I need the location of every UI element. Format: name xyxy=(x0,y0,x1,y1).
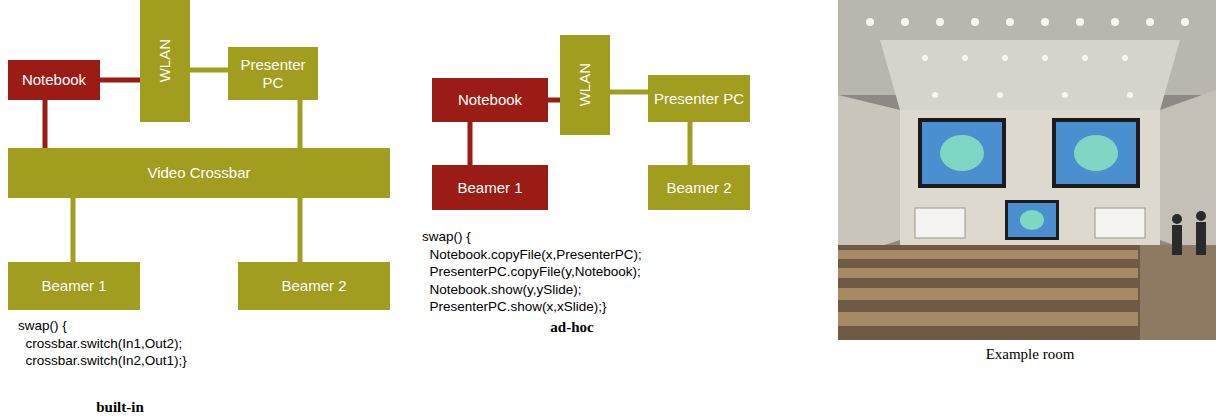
network-box: WLAN xyxy=(140,0,190,122)
code-line: crossbar.switch(In1,Out2); xyxy=(18,336,182,351)
connector xyxy=(548,98,560,103)
code-line: PresenterPC.show(x,xSlide);} xyxy=(422,299,607,314)
node-label: Beamer 1 xyxy=(457,179,522,196)
node-label: WLAN xyxy=(156,39,173,82)
caption: ad-hoc xyxy=(550,319,593,336)
device-box: Notebook xyxy=(8,60,100,100)
crossbar-band: Video Crossbar xyxy=(8,148,390,198)
device-box: Presenter PC xyxy=(648,75,750,122)
caption: built-in xyxy=(96,399,144,416)
network-box: WLAN xyxy=(560,35,610,135)
connector xyxy=(468,122,473,165)
projector-box: Beamer 2 xyxy=(238,262,390,310)
connector xyxy=(100,78,140,83)
code-line: swap() { xyxy=(422,229,471,244)
code-line: PresenterPC.copyFile(y,Notebook); xyxy=(422,264,641,279)
projector-box: Beamer 1 xyxy=(432,165,548,210)
connector xyxy=(610,90,648,95)
projection-screens xyxy=(915,118,1145,240)
photo-frame xyxy=(838,0,1216,340)
code-line: Notebook.show(y,ySlide); xyxy=(422,282,582,297)
ceiling-lights xyxy=(866,18,1189,98)
code-line: Notebook.copyFile(x,PresenterPC); xyxy=(422,247,642,262)
device-box: Notebook xyxy=(432,78,548,122)
connector xyxy=(298,198,303,262)
connector xyxy=(688,122,693,165)
connector xyxy=(71,198,76,262)
seat-rows xyxy=(838,245,1216,340)
projector-box: Beamer 2 xyxy=(648,165,750,210)
code-line: swap() { xyxy=(18,318,67,333)
node-label: Presenter PC xyxy=(654,90,744,107)
node-label: Presenter PC xyxy=(233,56,313,91)
code-line: crossbar.switch(In2,Out1);} xyxy=(18,353,187,368)
node-label: WLAN xyxy=(576,63,593,106)
projector-box: Beamer 1 xyxy=(8,262,140,310)
node-label: Beamer 1 xyxy=(41,277,106,294)
node-label: Notebook xyxy=(22,71,86,88)
connector xyxy=(190,68,228,73)
caption: Example room xyxy=(986,346,1075,363)
connector xyxy=(43,100,48,148)
connector xyxy=(298,100,303,148)
node-label: Video Crossbar xyxy=(147,164,250,181)
node-label: Beamer 2 xyxy=(666,179,731,196)
node-label: Notebook xyxy=(458,91,522,108)
node-label: Beamer 2 xyxy=(281,277,346,294)
device-box: Presenter PC xyxy=(228,47,318,100)
people xyxy=(1172,211,1206,255)
